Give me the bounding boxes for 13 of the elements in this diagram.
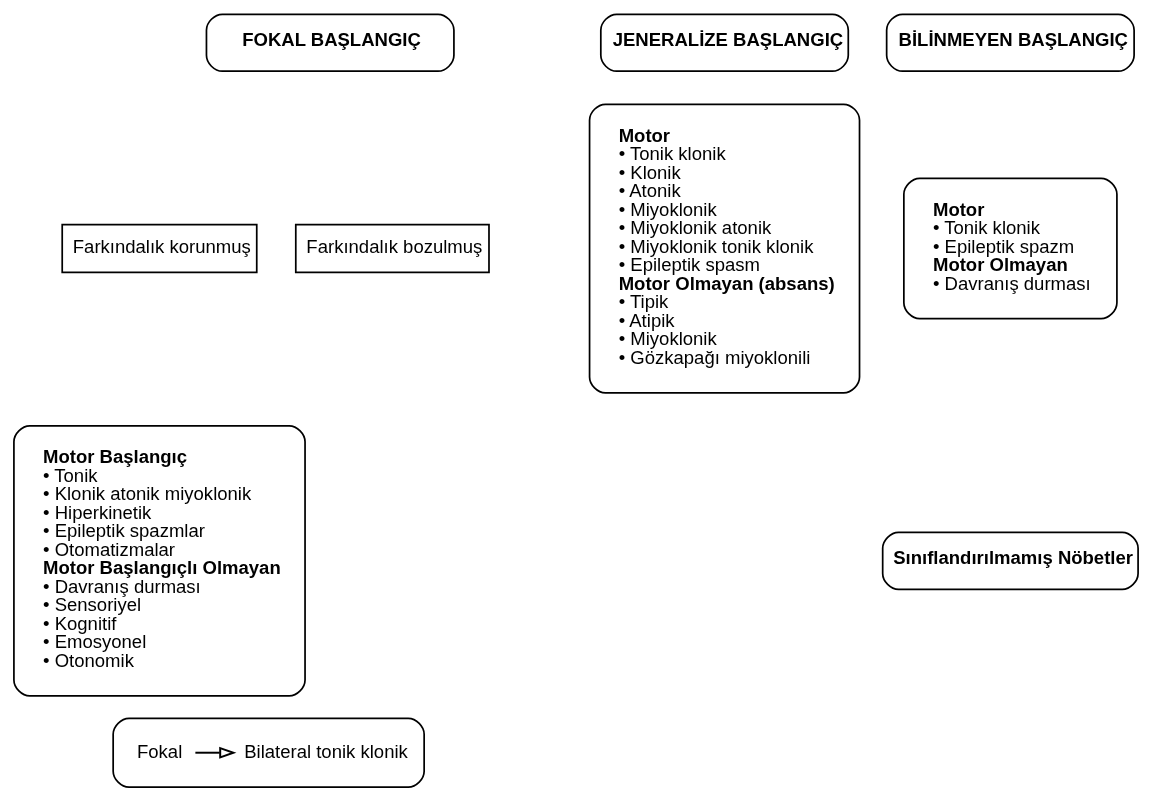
node-box: Sınıflandırılmamış Nöbetler: [881, 531, 1139, 590]
node-box: Motor • Tonik klonik • Epileptik spazm Motor Olmayan • Davranış durması: [903, 177, 1118, 320]
node-text: Bilateral tonik klonik: [244, 740, 408, 762]
node-box: BİLİNMEYEN BAŞLANGIÇ: [885, 12, 1135, 72]
node-box: Farkındalık korunmuş: [61, 223, 258, 273]
node-box: FOKAL BAŞLANGIÇ: [205, 12, 455, 72]
node-text: Fokal: [136, 740, 183, 762]
cluster: [112, 716, 425, 788]
node-box: Motor • Tonik klonik • Klonik • Atonik • Miyoklonik • Miyoklonik atonik • Miyoklonik tonik klonik • Epileptik spasm Motor Olmayan (absans) • Tipik • Atipik • Miyoklonik • Gözkapağı miyoklonili: [588, 102, 861, 394]
node-box: Farkındalık bozulmuş: [294, 223, 490, 273]
node-box: Motor Başlangıç • Tonik • Klonik atonik miyoklonik • Hiperkinetik • Epileptik spazmlar • Otomatizmalar Motor Başlangıçlı Olmayan • Davranış durması • Sensoriyel • Kognitif • Emosyonel • Otonomik: [13, 424, 306, 697]
arrow: [194, 746, 237, 759]
node-box: JENERALİZE BAŞLANGIÇ: [599, 12, 850, 72]
